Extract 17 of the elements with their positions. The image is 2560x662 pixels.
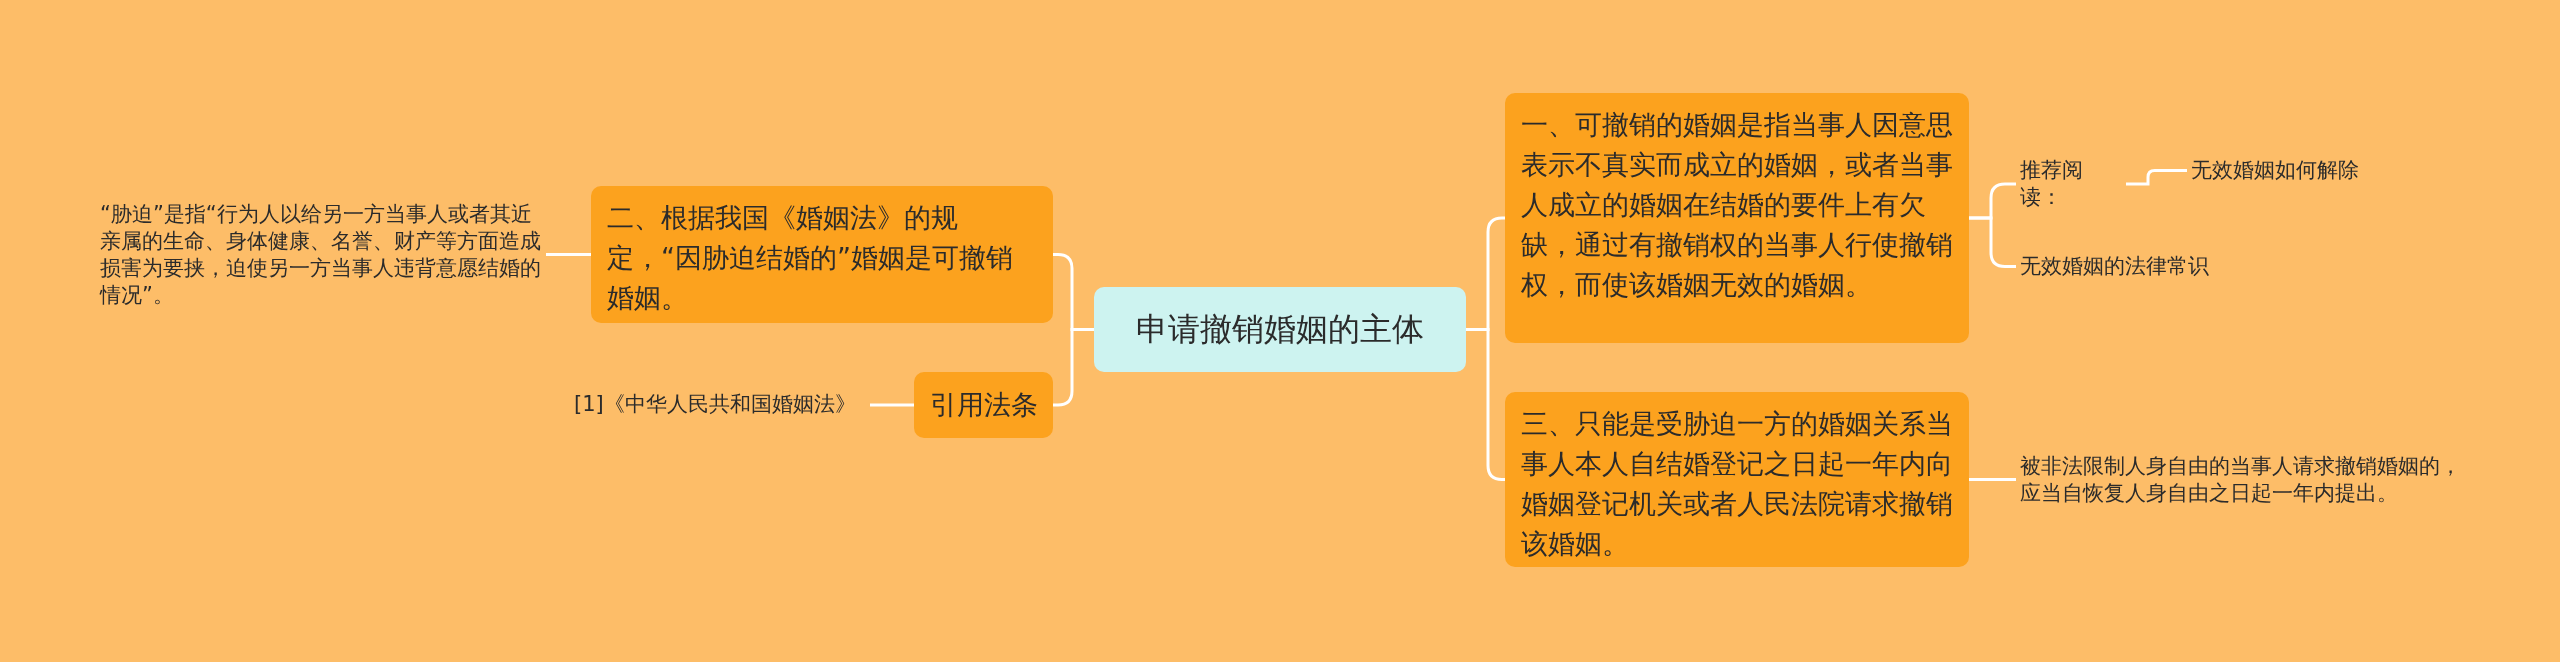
connector-line bbox=[1053, 328, 1094, 407]
connector-line bbox=[1969, 478, 2016, 481]
connector-line bbox=[870, 403, 914, 407]
label-text: 推荐阅读： bbox=[2016, 155, 2126, 213]
topic-box: 一、可撤销的婚姻是指当事人因意思表示不真实而成立的婚姻，或者当事人成立的婚姻在结婚的要件上有欠缺，通过有撤销权的当事人行使撤销权，而使该婚姻无效的婚姻。 bbox=[1505, 93, 1969, 343]
note-text: “胁迫”是指“行为人以给另一方当事人或者其近亲属的生命、身体健康、名誉、财产等方面造成损害为要挟，迫使另一方当事人违背意愿结婚的情况”。 bbox=[96, 199, 546, 311]
connector-line bbox=[546, 253, 591, 256]
connector-line bbox=[1969, 216, 2016, 268]
topic-box: 二、根据我国《婚姻法》的规定，“因胁迫结婚的”婚姻是可撤销婚姻。 bbox=[591, 186, 1053, 323]
topic-box: 引用法条 bbox=[914, 372, 1053, 438]
link-text: 无效婚姻的法律常识 bbox=[2016, 251, 2236, 282]
central-topic: 申请撤销婚姻的主体 bbox=[1094, 287, 1466, 372]
topic-box: 三、只能是受胁迫一方的婚姻关系当事人本人自结婚登记之日起一年内向婚姻登记机关或者人民法院请求撤销该婚姻。 bbox=[1505, 392, 1969, 567]
reference-text: [1]《中华人民共和国婚姻法》 bbox=[570, 389, 870, 420]
connector-line bbox=[2126, 169, 2187, 186]
link-text: 无效婚姻如何解除 bbox=[2187, 155, 2387, 186]
note-text: 被非法限制人身自由的当事人请求撤销婚姻的，应当自恢复人身自由之日起一年内提出。 bbox=[2016, 451, 2466, 509]
